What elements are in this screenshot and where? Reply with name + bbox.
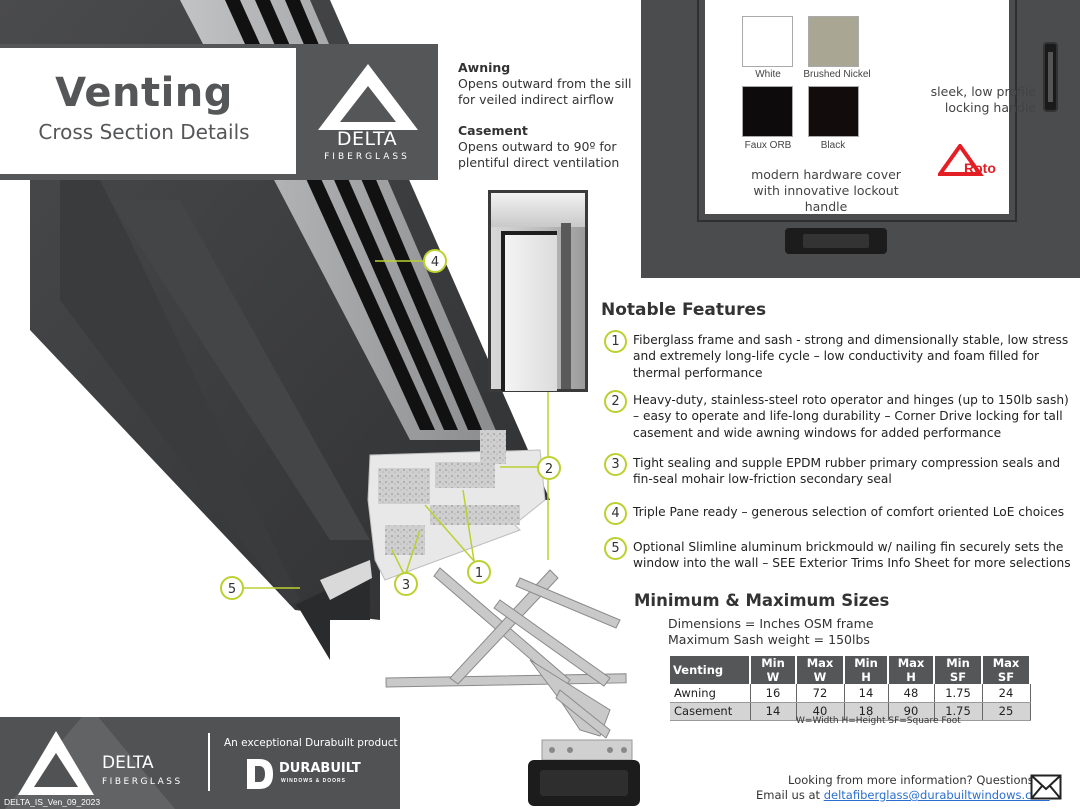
table-cell: 1.75 — [934, 702, 983, 721]
table-header: Min W — [750, 656, 797, 684]
table-cell: 16 — [750, 684, 797, 703]
casement-heading: Casement — [458, 123, 528, 138]
table-cell: Casement — [670, 702, 751, 721]
feature-text: Fiberglass frame and sash - strong and d… — [633, 333, 1069, 380]
svg-text:4: 4 — [431, 255, 439, 270]
mail-icon[interactable] — [1030, 774, 1062, 800]
awning-text: Opens outward from the sill for veiled i… — [458, 76, 632, 107]
feature-number: 4 — [604, 502, 627, 525]
callout-3: 3 — [394, 572, 418, 596]
contact-prefix: Email us at — [756, 788, 821, 802]
page-subtitle: Cross Section Details — [38, 120, 250, 144]
table-cell: 40 — [796, 702, 845, 721]
swatch-label-brushed-nickel: Brushed Nickel — [803, 69, 871, 80]
table-header: Max H — [888, 656, 935, 684]
durabuilt-name: DURABUILT — [279, 761, 361, 776]
durabuilt-sub: WINDOWS & DOORS — [281, 778, 346, 784]
delta-footer-logo-icon — [18, 731, 94, 795]
hardware-cover-note: modern hardware cover with innovative lo… — [751, 167, 901, 214]
brand-subname: FIBERGLASS — [324, 152, 410, 162]
swatch-black — [808, 86, 859, 137]
table-header: Venting — [670, 656, 751, 684]
table-cell: 72 — [796, 684, 845, 703]
corner-photo-top — [491, 193, 585, 227]
table-header: Max SF — [982, 656, 1031, 684]
footer-brand-sub: FIBERGLASS — [102, 777, 183, 787]
feature-text: Optional Slimline aluminum brickmould w/… — [633, 540, 1071, 571]
footer-tagline: An exceptional Durabuilt product — [224, 737, 398, 749]
contact-email-link[interactable]: deltafiberglass@durabuiltwindows.com — [823, 788, 1050, 802]
callout-1: 1 — [467, 560, 491, 584]
roto-operator-hinge-illustration — [385, 567, 640, 806]
feature-number: 2 — [604, 390, 627, 413]
corner-photo-sash — [501, 231, 557, 391]
feature-text: Triple Pane ready – generous selection o… — [633, 505, 1065, 519]
sizes-title: Minimum & Maximum Sizes — [634, 591, 890, 610]
table-cell: Awning — [670, 684, 751, 703]
table-cell: 14 — [844, 684, 889, 703]
swatch-faux-orb — [742, 86, 793, 137]
awning-description: Awning Opens outward from the sill for v… — [458, 60, 638, 108]
roto-logo-icon: Roto — [938, 144, 996, 176]
table-cell: 24 — [982, 684, 1031, 703]
svg-text:2: 2 — [545, 462, 553, 477]
casement-description: Casement Opens outward to 90º for plenti… — [458, 123, 638, 171]
swatch-brushed-nickel — [808, 16, 859, 67]
footer-divider — [208, 733, 210, 791]
title-background — [0, 48, 296, 174]
callout-4: 4 — [423, 249, 447, 273]
feature-number: 5 — [604, 537, 627, 560]
footer-band: DELTA FIBERGLASS An exceptional Durabuil… — [0, 717, 400, 809]
table-header-row: Venting Min W Max W Min H Max H Min SF M… — [670, 656, 1031, 684]
feature-text: Heavy-duty, stainless-steel roto operato… — [633, 393, 1069, 440]
brand-name: DELTA — [336, 128, 398, 150]
weight-note: Maximum Sash weight = 150lbs — [668, 632, 870, 647]
svg-text:Roto: Roto — [964, 160, 996, 176]
svg-text:3: 3 — [402, 578, 410, 593]
corner-drive-photo — [488, 190, 588, 392]
sizes-table: Venting Min W Max W Min H Max H Min SF M… — [670, 656, 1031, 721]
table-header: Min H — [844, 656, 889, 684]
callout-5: 5 — [220, 576, 244, 600]
table-header: Max W — [796, 656, 845, 684]
swatch-label-black: Black — [820, 140, 846, 151]
table-cell: 25 — [982, 702, 1031, 721]
delta-logo-icon — [318, 64, 418, 130]
footer-brand-name: DELTA — [102, 753, 154, 773]
awning-heading: Awning — [458, 60, 511, 75]
table-row: Casement 14 40 18 90 1.75 25 — [670, 702, 1031, 721]
feature-number: 3 — [604, 453, 627, 476]
page-title: Venting — [55, 70, 233, 116]
panel-frame-line — [697, 0, 1017, 222]
table-cell: 14 — [750, 702, 797, 721]
contact-email-line: Email us at deltafiberglass@durabuiltwin… — [756, 788, 1050, 802]
feature-number: 1 — [604, 330, 627, 353]
features-title: Notable Features — [601, 300, 767, 320]
dimensions-note: Dimensions = Inches OSM frame — [668, 616, 874, 631]
corner-photo-bar — [561, 223, 571, 389]
sizes-notes: Dimensions = Inches OSM frame Maximum Sa… — [668, 616, 874, 648]
svg-text:5: 5 — [228, 582, 236, 597]
table-cell: 90 — [888, 702, 935, 721]
table-header: Min SF — [934, 656, 983, 684]
table-row: Awning 16 72 14 48 1.75 24 — [670, 684, 1031, 703]
table-cell: 1.75 — [934, 684, 983, 703]
durabuilt-logo-icon — [247, 759, 273, 789]
swatch-label-white: White — [755, 69, 781, 80]
casement-text: Opens outward to 90º for plentiful direc… — [458, 139, 620, 170]
svg-text:1: 1 — [475, 566, 483, 581]
contact-question: Looking from more information? Questions… — [788, 773, 1040, 787]
locking-handle-note: sleek, low profile locking handle — [930, 84, 1036, 115]
locking-handle-icon — [1043, 42, 1058, 112]
table-cell: 18 — [844, 702, 889, 721]
document-code: DELTA_IS_Ven_09_2023 — [4, 797, 101, 807]
title-card: Venting Cross Section Details DELTA FIBE… — [0, 44, 438, 180]
operator-cover-handle-icon — [785, 228, 887, 254]
swatch-white — [742, 16, 793, 67]
table-cell: 48 — [888, 684, 935, 703]
feature-text: Tight sealing and supple EPDM rubber pri… — [633, 456, 1061, 487]
swatch-label-faux-orb: Faux ORB — [744, 140, 792, 151]
callout-2: 2 — [537, 456, 561, 480]
table-legend: W=Width H=Height SF=Square Foot — [796, 716, 961, 726]
